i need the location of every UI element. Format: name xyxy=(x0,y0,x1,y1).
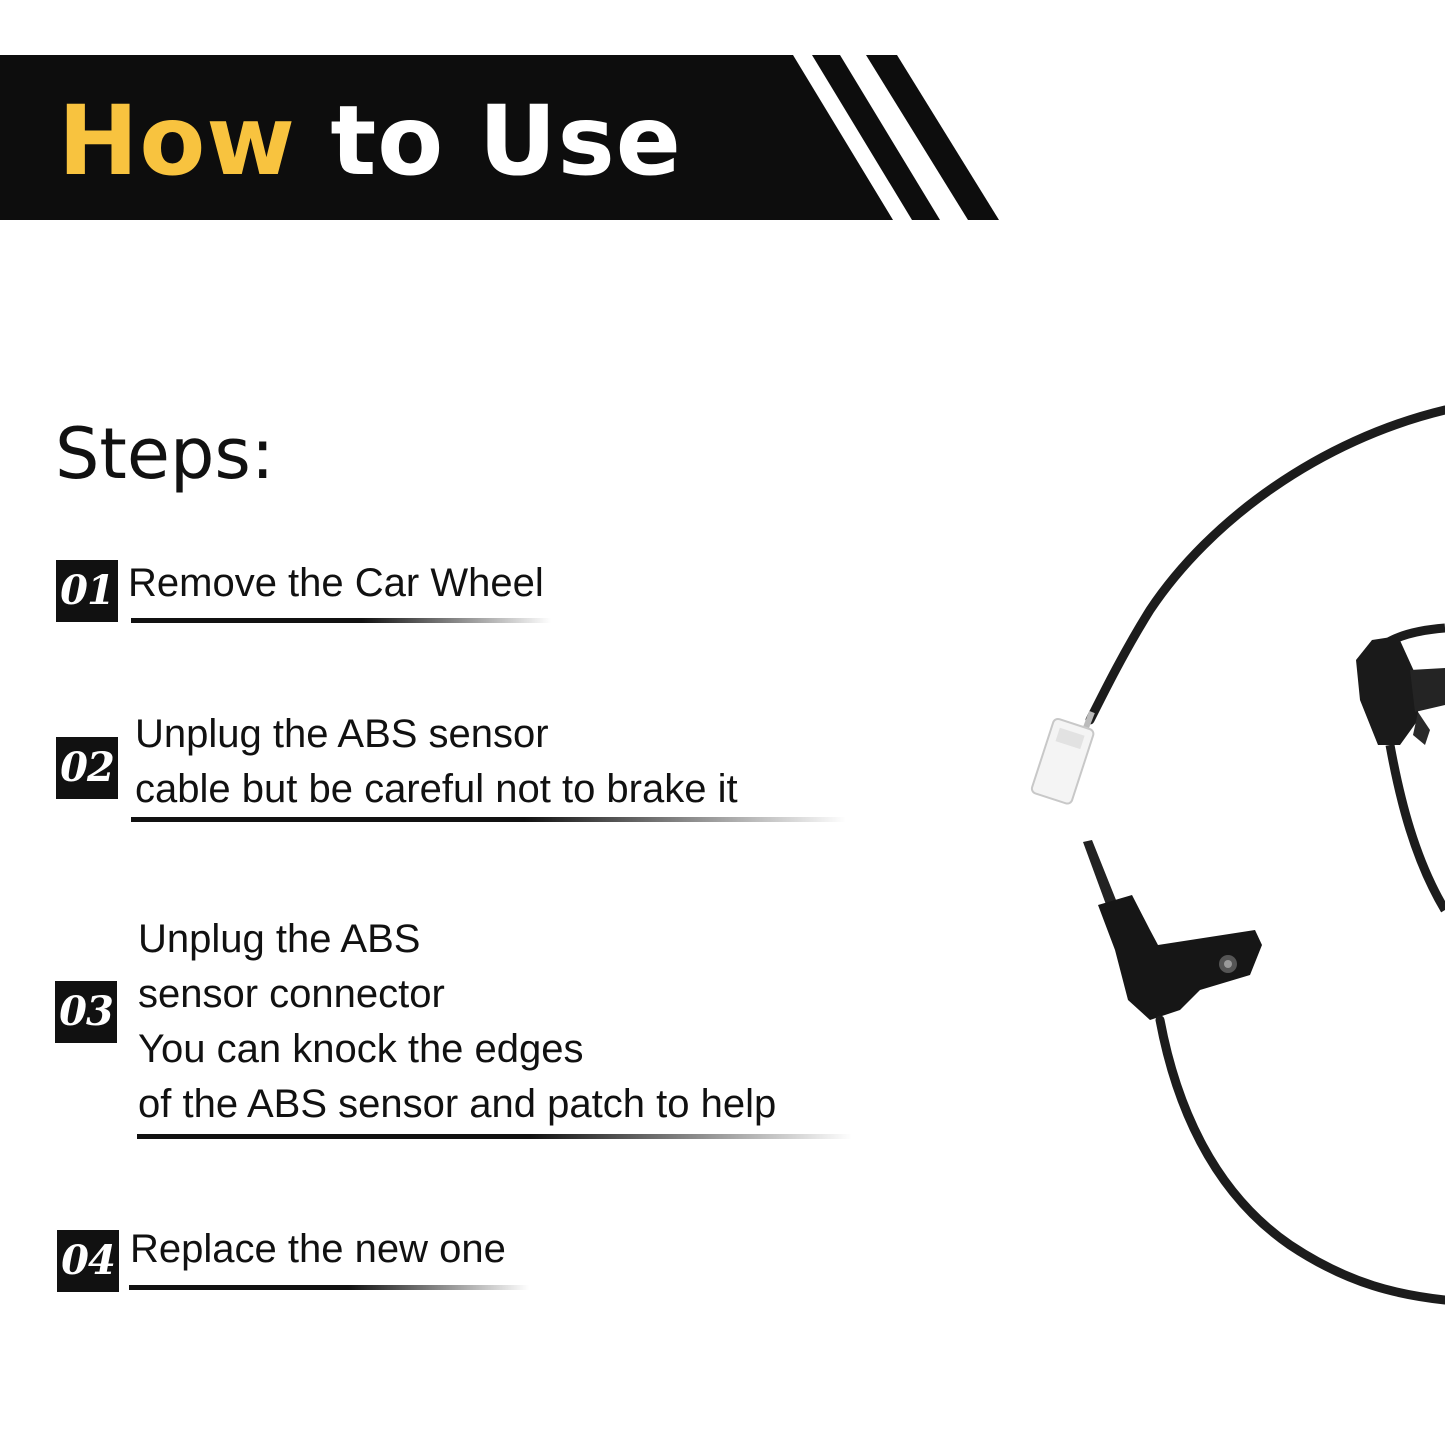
step-3-line-4: of the ABS sensor and patch to help xyxy=(138,1082,777,1126)
step-2-line-1: Unplug the ABS sensor xyxy=(135,712,549,756)
step-3-number: 03 xyxy=(55,981,117,1043)
step-1-line-1: Remove the Car Wheel xyxy=(128,561,544,605)
page-title: How to Use xyxy=(58,86,682,196)
step-3-line-1: Unplug the ABS xyxy=(138,917,421,961)
step-2-number: 02 xyxy=(56,737,118,799)
step-4-line-1: Replace the new one xyxy=(130,1227,506,1271)
step-3-underline xyxy=(137,1134,852,1139)
step-3-line-2: sensor connector xyxy=(138,972,445,1016)
step-3-line-3: You can knock the edges xyxy=(138,1027,584,1071)
step-4-underline xyxy=(129,1285,529,1290)
abs-sensor-cable-icon xyxy=(1030,405,1445,1305)
title-rest: to Use xyxy=(330,85,682,197)
step-2-line-2: cable but be careful not to brake it xyxy=(135,767,738,811)
step-4-text: Replace the new one xyxy=(130,1222,506,1277)
step-2-text: Unplug the ABS sensor cable but be caref… xyxy=(135,707,738,817)
steps-heading: Steps: xyxy=(55,413,275,495)
header-banner: How to Use xyxy=(0,0,1445,230)
title-accent: How xyxy=(58,85,296,197)
step-1-text: Remove the Car Wheel xyxy=(128,556,544,611)
step-4-number: 04 xyxy=(57,1230,119,1292)
step-1-underline xyxy=(131,618,551,623)
banner-background xyxy=(0,55,999,220)
step-1-number: 01 xyxy=(56,560,118,622)
step-2-underline xyxy=(131,817,846,822)
step-3-text: Unplug the ABS sensor connector You can … xyxy=(138,912,776,1132)
